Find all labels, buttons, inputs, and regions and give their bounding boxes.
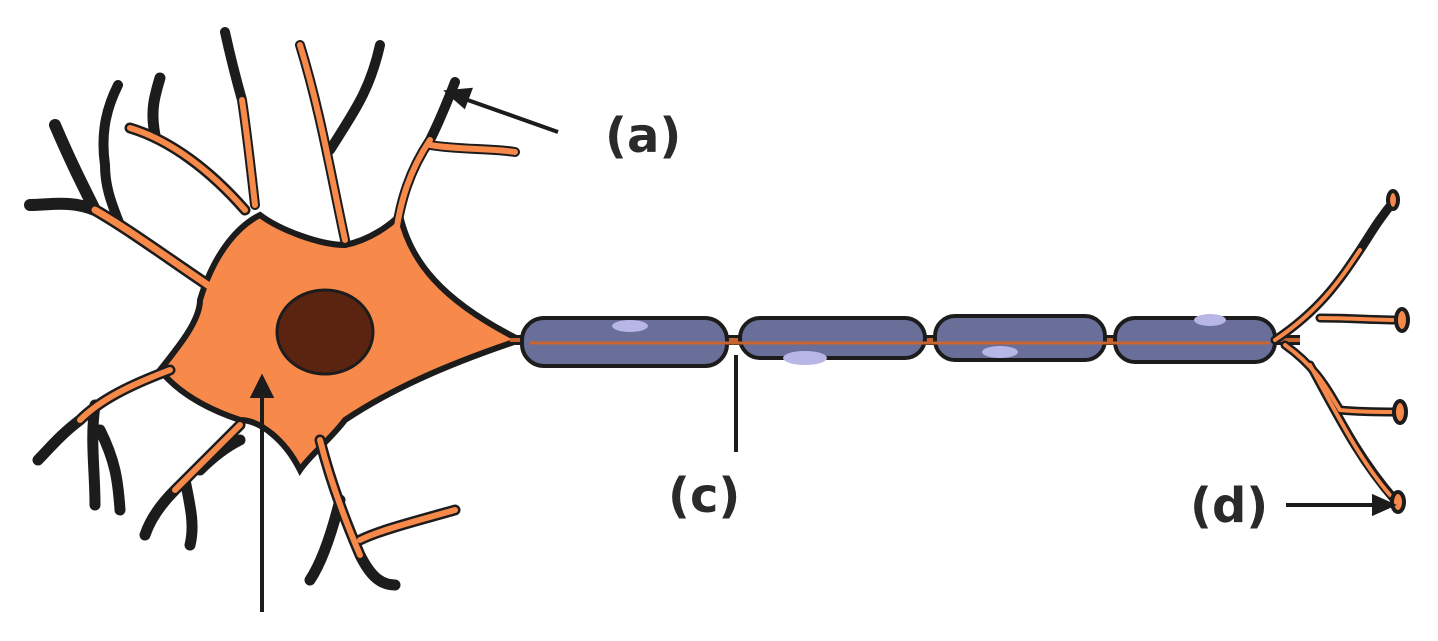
label-c: (c) — [668, 468, 740, 524]
terminal-fill — [1273, 248, 1362, 342]
dendrite-fills — [91, 42, 518, 304]
pointer-b-head — [249, 373, 275, 398]
dendrite-branch — [390, 77, 520, 245]
synaptic-knobs — [1386, 189, 1410, 514]
dendrite-fill — [239, 97, 258, 208]
myelin-segment — [1113, 316, 1277, 364]
dendrite-branch — [98, 80, 125, 230]
pointer-a-head — [443, 87, 473, 110]
dendrite-fill — [91, 206, 234, 304]
terminal-fill — [1318, 316, 1397, 322]
dendrite-fill — [172, 422, 243, 493]
terminal-fill — [1308, 363, 1392, 497]
terminal-branch — [1280, 340, 1403, 417]
dendrite-fill — [392, 137, 518, 243]
myelin-sheath — [520, 314, 1277, 368]
dendrite-fill — [297, 42, 348, 243]
terminal-fills — [1273, 248, 1397, 497]
myelin-segment — [738, 316, 927, 360]
synaptic-knob — [1394, 307, 1410, 333]
synaptic-knob — [1386, 189, 1400, 211]
dendrite-branch — [24, 119, 236, 306]
label-a: (a) — [605, 108, 681, 164]
dendrite-fill — [317, 437, 458, 558]
label-d: (d) — [1190, 478, 1268, 534]
dendrite-branch — [304, 434, 461, 591]
synaptic-knob — [1392, 399, 1408, 425]
pointer-a-line — [461, 96, 559, 134]
dendrite-branch — [32, 364, 176, 516]
pointer-d-head — [1372, 493, 1397, 517]
dendrite-fill — [127, 125, 248, 213]
pointers — [249, 87, 1397, 612]
myelin-highlight — [783, 351, 827, 365]
myelin-highlight — [612, 320, 648, 332]
myelin-highlight — [1194, 314, 1226, 326]
dendrite-fill — [77, 367, 173, 423]
lower-dendrite-fills — [77, 367, 458, 558]
nucleus — [275, 288, 375, 376]
myelin-highlight — [982, 346, 1018, 358]
myelin-segment — [933, 314, 1107, 362]
synaptic-knob — [1390, 490, 1406, 514]
